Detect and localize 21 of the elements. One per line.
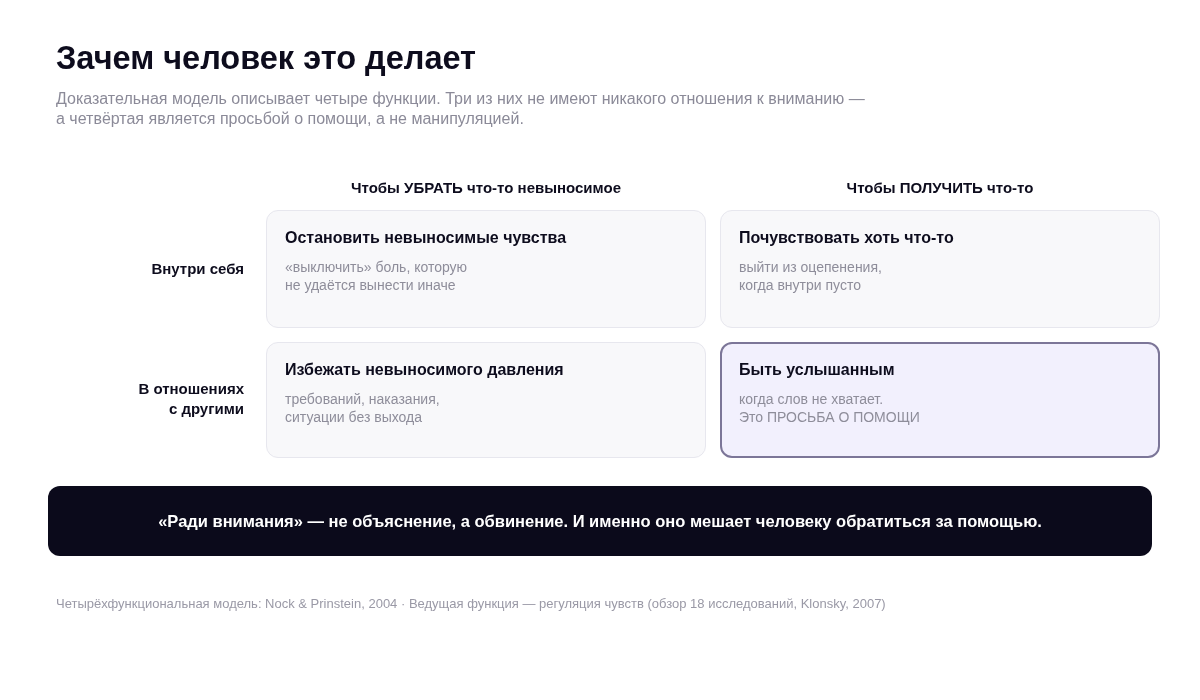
source-note: Четырёхфункциональная модель: Nock & Prinstein, 2004 · Ведущая функция — регуляция чувств (обзор 18 исследований, Klonsky, 2007) xyxy=(56,596,886,612)
column-header: Чтобы ПОЛУЧИТЬ что-то xyxy=(846,179,1034,197)
function-card xyxy=(720,210,1160,328)
column-header: Чтобы УБРАТЬ что-то невыносимое xyxy=(351,179,621,197)
card-heading: Быть услышанным xyxy=(739,360,895,380)
row-header: Внутри себя xyxy=(151,259,244,279)
subtitle-text: Доказательная модель описывает четыре функции. Три из них не имеют никакого отношения к вниманию — а четвёртая является просьбой о помощи, а не манипуляцией. xyxy=(56,89,866,129)
function-card xyxy=(720,342,1160,458)
card-description: когда слов не хватает. Это ПРОСЬБА О ПОМОЩИ xyxy=(739,390,920,426)
card-heading: Избежать невыносимого давления xyxy=(285,360,564,380)
function-card xyxy=(266,210,706,328)
callout-banner xyxy=(48,486,1152,556)
card-description: выйти из оцепенения, когда внутри пусто xyxy=(739,258,883,294)
card-heading: Почувствовать хоть что-то xyxy=(739,228,954,248)
card-heading: Остановить невыносимые чувства xyxy=(285,228,567,248)
card-description: требований, наказания, ситуации без выхода xyxy=(285,390,441,426)
page-title: Зачем человек это делает xyxy=(56,39,477,78)
card-description: «выключить» боль, которую не удаётся вынести иначе xyxy=(285,258,469,294)
function-card xyxy=(266,342,706,458)
banner-text: «Ради внимания» — не объяснение, а обвинение. И именно оно мешает человеку обратиться за помощью. xyxy=(158,511,1042,532)
row-header: В отношениях с другими xyxy=(137,379,244,419)
